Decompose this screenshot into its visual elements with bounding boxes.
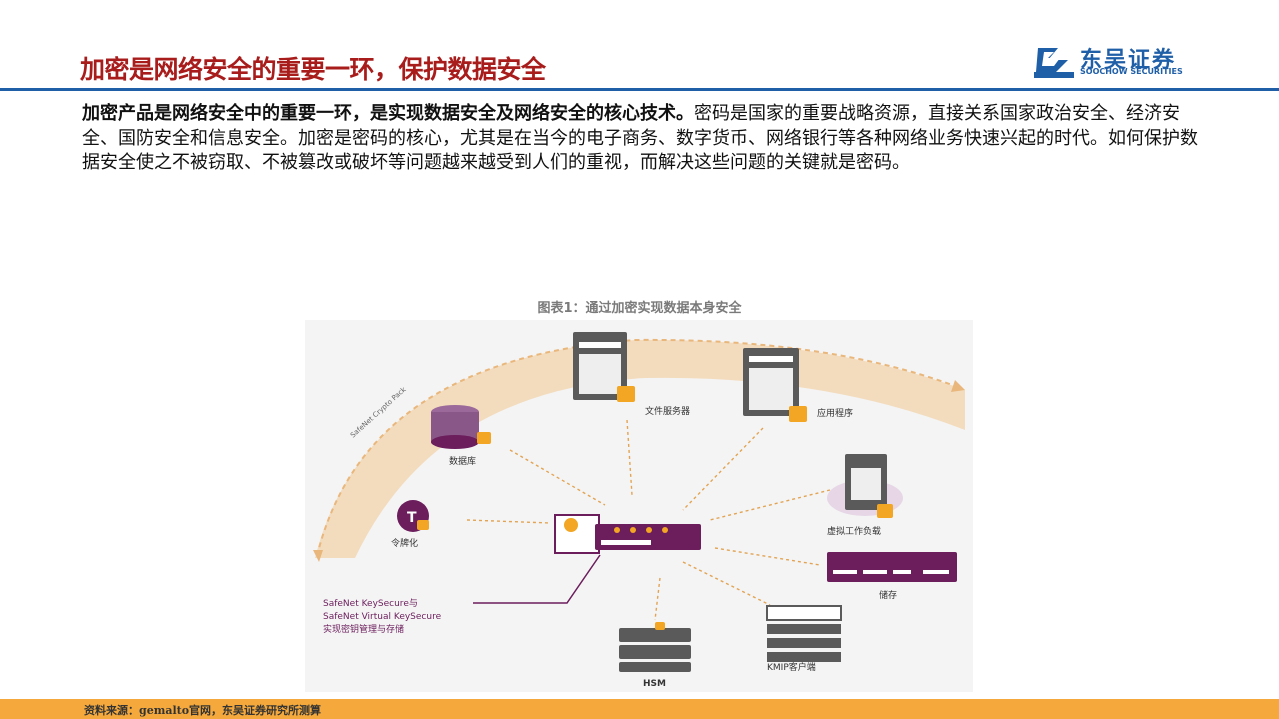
logo-english: SOOCHOW SECURITIES — [1080, 67, 1183, 76]
keysecure-appliance-icon — [554, 514, 701, 554]
storage-icon — [827, 552, 957, 582]
body-lead: 加密产品是网络安全中的重要一环，是实现数据安全及网络安全的核心技术。 — [82, 103, 694, 124]
footer-bar: 资料来源：gemalto官网，东吴证券研究所测算 — [0, 699, 1279, 719]
virtual-workload-icon — [827, 454, 903, 518]
database-icon — [431, 405, 491, 449]
crypto-pack-arc — [315, 339, 965, 558]
page-title: 加密是网络安全的重要一环，保护数据安全 — [80, 55, 546, 84]
encryption-diagram: SafeNet Crypto Pack 文件服务器 应用程序 — [305, 320, 973, 692]
file-server-icon — [573, 332, 635, 402]
callout-line-3: 实现密钥管理与存储 — [323, 623, 404, 635]
storage-label: 储存 — [879, 589, 897, 601]
token-label: 令牌化 — [391, 537, 418, 549]
logo-chinese: 东吴证券 — [1080, 48, 1177, 73]
application-label: 应用程序 — [817, 407, 853, 419]
source-note: 资料来源：gemalto官网，东吴证券研究所测算 — [84, 704, 322, 717]
hsm-icon — [619, 622, 691, 672]
token-icon: T — [397, 500, 429, 532]
connection-lines — [466, 419, 831, 621]
title-divider — [0, 88, 1279, 91]
figure-caption: 图表1：通过加密实现数据本身安全 — [537, 301, 742, 316]
kmip-client-icon — [766, 605, 842, 662]
svg-text:T: T — [407, 510, 417, 526]
database-label: 数据库 — [449, 455, 476, 467]
body-paragraph: 加密产品是网络安全中的重要一环，是实现数据安全及网络安全的核心技术。密码是国家的… — [82, 102, 1202, 176]
file-server-label: 文件服务器 — [645, 405, 690, 417]
application-icon — [743, 348, 807, 422]
callout-line-2: SafeNet Virtual KeySecure — [323, 612, 442, 622]
logo-mark-icon — [1034, 48, 1074, 78]
callout-line — [473, 554, 601, 604]
callout-line-1: SafeNet KeySecure与 — [323, 598, 418, 609]
body-rest: 密码是国家的重要战略资源，直接关系国家政治安全、经济安全、国防安全和信息安全。加… — [82, 103, 1198, 173]
kmip-client-label: KMIP客户端 — [767, 661, 816, 673]
brand-logo: 东吴证券 SOOCHOW SECURITIES — [1034, 44, 1214, 78]
hsm-label: HSM — [643, 679, 666, 689]
virtual-workload-label: 虚拟工作负载 — [827, 525, 881, 537]
